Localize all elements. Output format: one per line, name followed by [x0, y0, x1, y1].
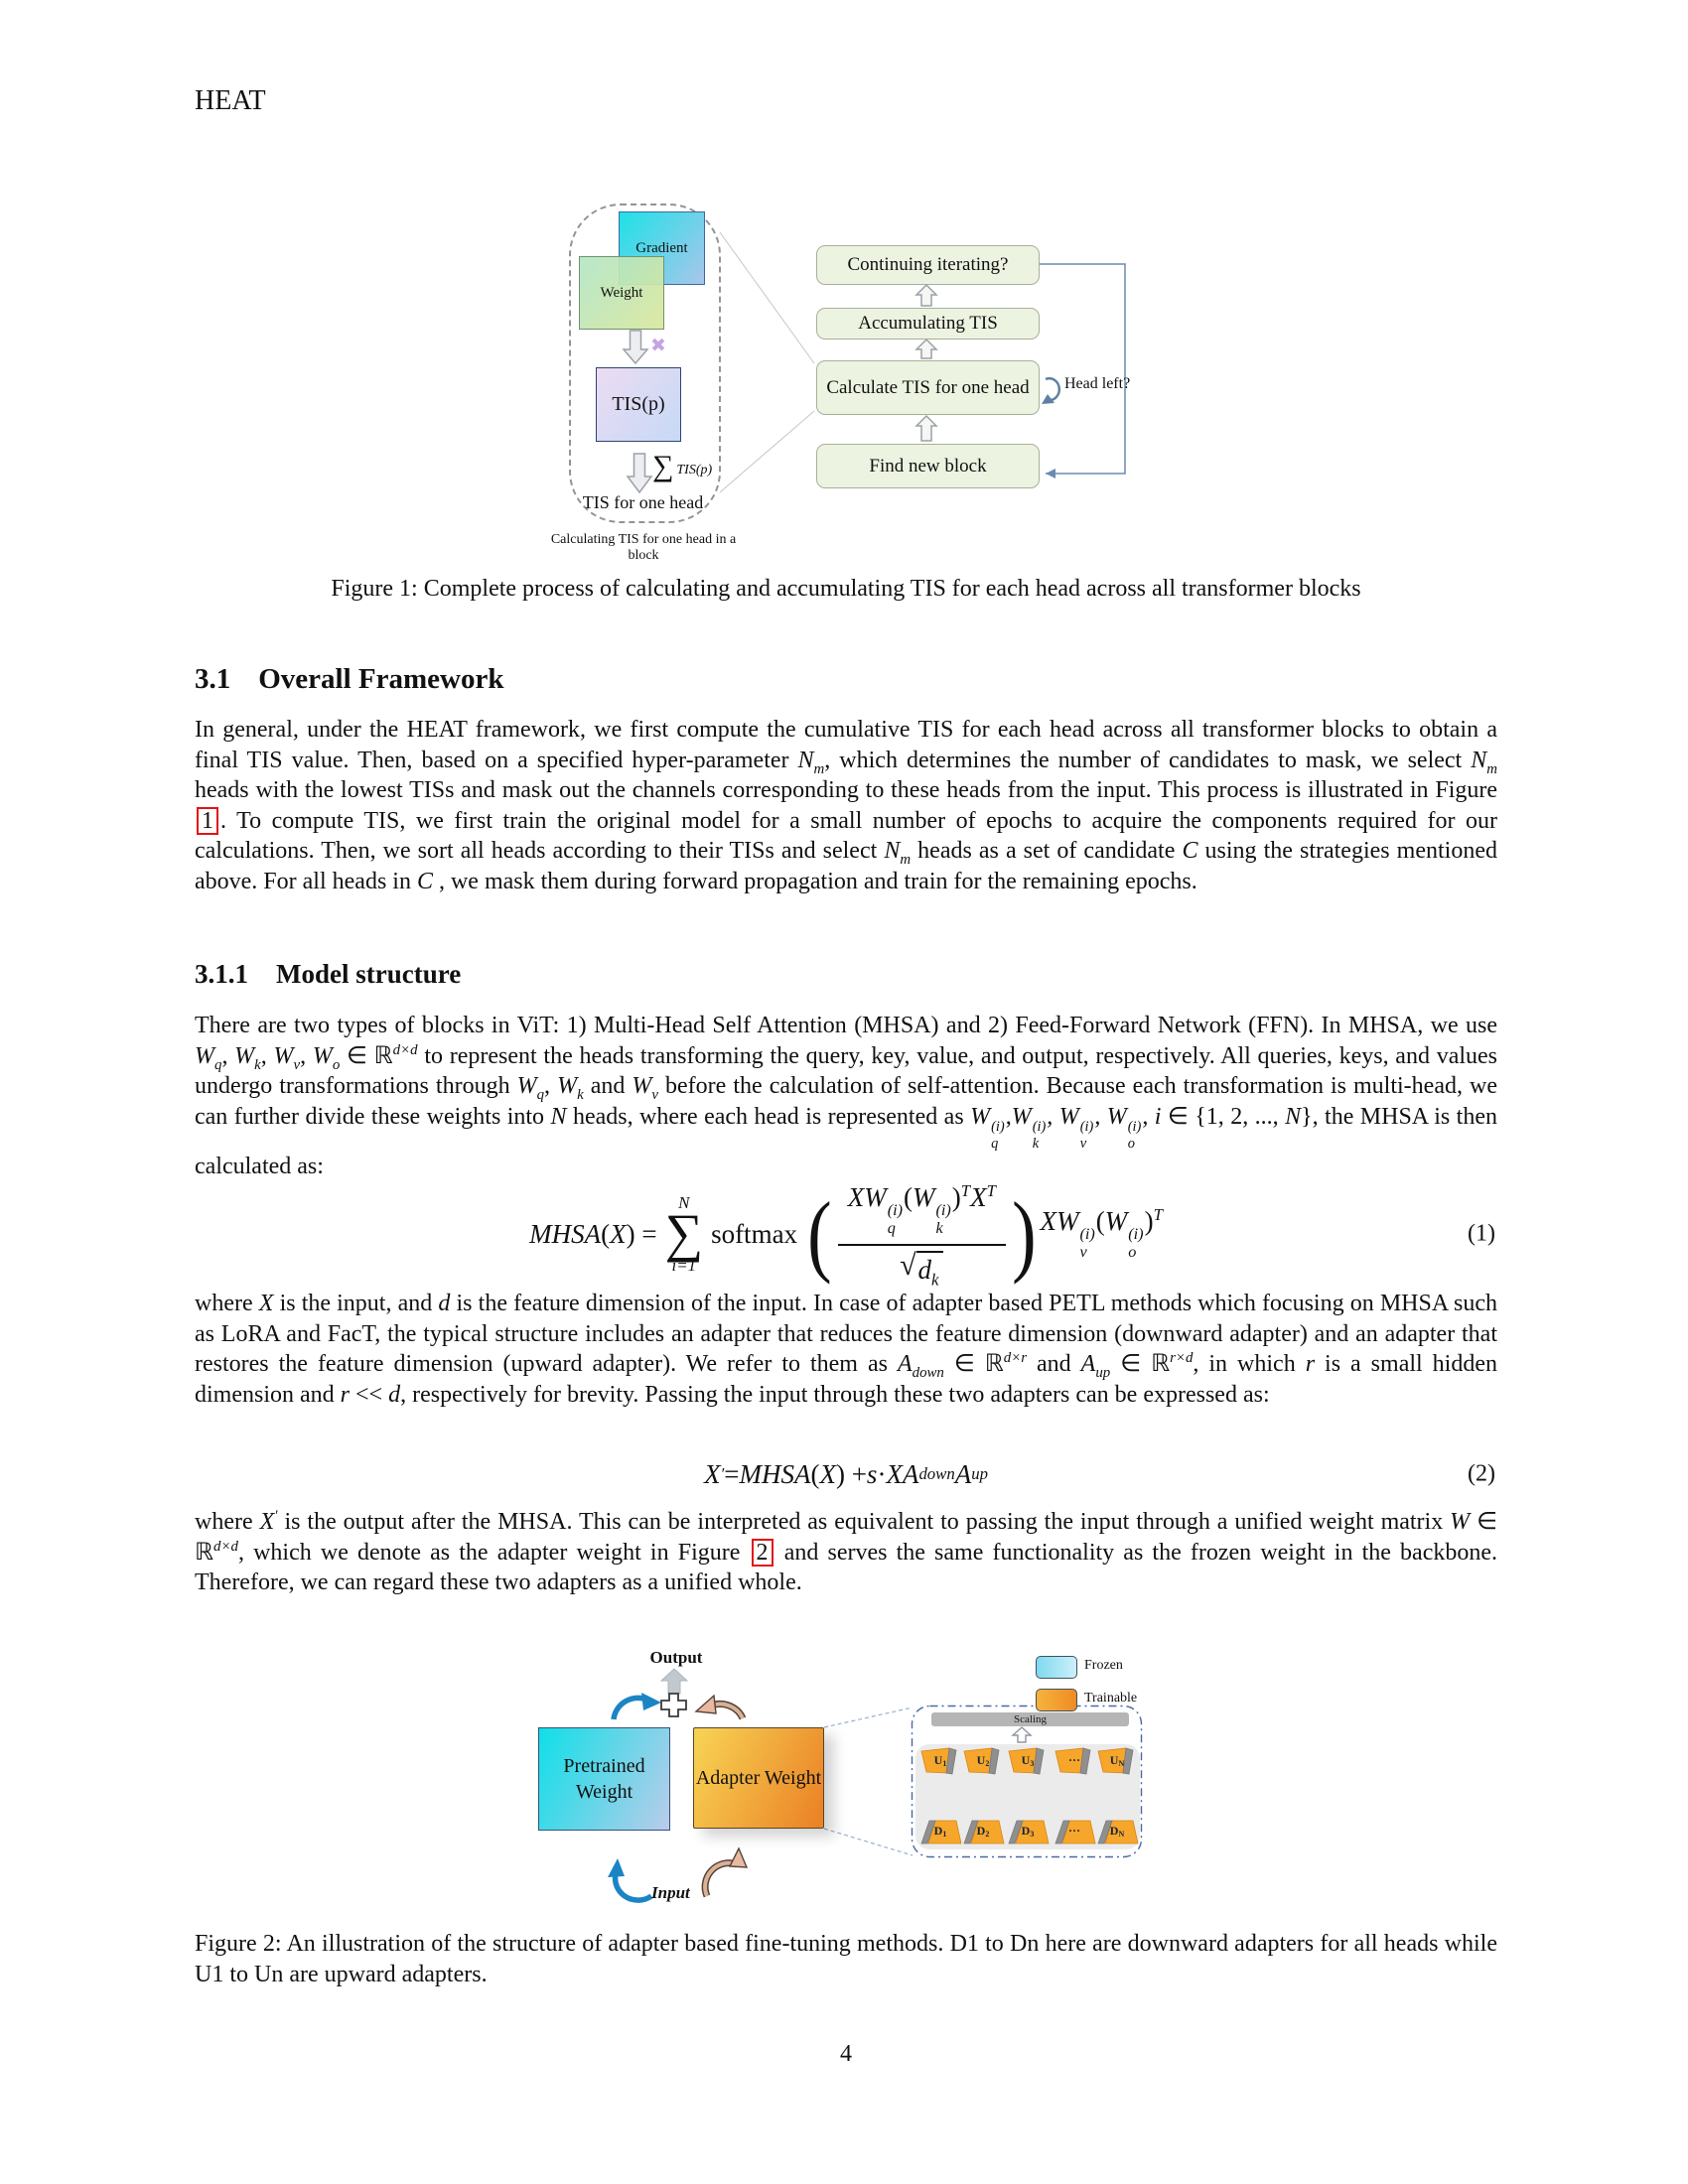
multiply-icon: ✖	[650, 335, 666, 356]
figure2-caption: Figure 2: An illustration of the structu…	[195, 1931, 1497, 1987]
paragraph-unified-weight: where X′ is the output after the MHSA. T…	[195, 1508, 1498, 1595]
flow-step-accumulating-tis: Accumulating TIS	[816, 308, 1040, 340]
sigma-icon: ∑	[652, 450, 674, 482]
flow-step-continuing-iterating: Continuing iterating?	[816, 245, 1040, 285]
figure1-diagram: Gradient Weight ✖ TIS(p) ∑ TIS(p) TIS fo…	[551, 199, 1140, 564]
frozen-legend-label: Frozen	[1084, 1658, 1123, 1673]
input-label: Input	[651, 1883, 690, 1902]
downward-adapter: D1	[918, 1818, 962, 1845]
output-label: Output	[649, 1648, 703, 1667]
fig1-block-container	[569, 204, 721, 523]
downward-adapter: DN	[1095, 1818, 1139, 1845]
upward-adapter: U1	[918, 1747, 962, 1775]
paragraph-model-structure: There are two types of blocks in ViT: 1)…	[195, 1013, 1498, 1179]
equation-1: MHSA(X) = N ∑ i=1 softmax ( XW(i)q(W(i)k…	[529, 1181, 1495, 1289]
flow-step-find-new-block: Find new block	[816, 444, 1040, 488]
paragraph-overall-framework: In general, under the HEAT framework, we…	[195, 717, 1498, 894]
fig1-head-left-label: Head left?	[1064, 375, 1131, 392]
trainable-legend-label: Trainable	[1084, 1691, 1138, 1706]
flow-step-calculate-tis: Calculate TIS for one head	[816, 360, 1040, 415]
figure-ref-link[interactable]: 1	[197, 806, 218, 835]
sigma-icon: ∑	[664, 1203, 704, 1264]
upward-adapter: U3	[1006, 1747, 1050, 1775]
figure-ref-link[interactable]: 2	[751, 1538, 774, 1567]
upward-adapter: U2	[961, 1747, 1005, 1775]
trainable-legend-swatch	[1036, 1689, 1077, 1711]
page-number: 4	[840, 2041, 852, 2067]
figure1-caption: Figure 1: Complete process of calculatin…	[331, 576, 1361, 602]
scaling-bar: Scaling	[931, 1712, 1129, 1726]
adapter-weight-box: Adapter Weight	[693, 1727, 824, 1829]
fig1-sum-annotation: ∑ TIS(p)	[652, 450, 713, 482]
downward-adapter: D2	[961, 1818, 1005, 1845]
fig1-tis-box: TIS(p)	[596, 367, 681, 442]
upward-adapter: UN	[1095, 1747, 1139, 1775]
summation: N ∑ i=1	[664, 1193, 704, 1275]
paragraph-adapter-petl: where X is the input, and d is the featu…	[195, 1291, 1497, 1408]
running-header: HEAT	[195, 85, 266, 116]
downward-adapter: D3	[1006, 1818, 1050, 1845]
equation-number: (2)	[1468, 1460, 1495, 1487]
fig1-weight-box: Weight	[579, 256, 664, 330]
figure2-diagram: Output Pretrained Weight Adapter Weight …	[536, 1648, 1152, 1926]
fig1-sub-caption: Calculating TIS for one head in a block	[550, 532, 737, 563]
downward-adapter: ···	[1053, 1818, 1096, 1845]
upward-adapter: ···	[1053, 1747, 1096, 1775]
fraction: XW(i)q(W(i)k)TXT √ dk	[837, 1182, 1006, 1288]
frozen-legend-swatch	[1036, 1656, 1077, 1679]
pretrained-weight-box: Pretrained Weight	[538, 1727, 670, 1831]
sqrt-icon: √	[900, 1248, 916, 1282]
equation-number: (1)	[1468, 1220, 1495, 1247]
fig1-tis-head-label: TIS for one head	[582, 492, 704, 512]
